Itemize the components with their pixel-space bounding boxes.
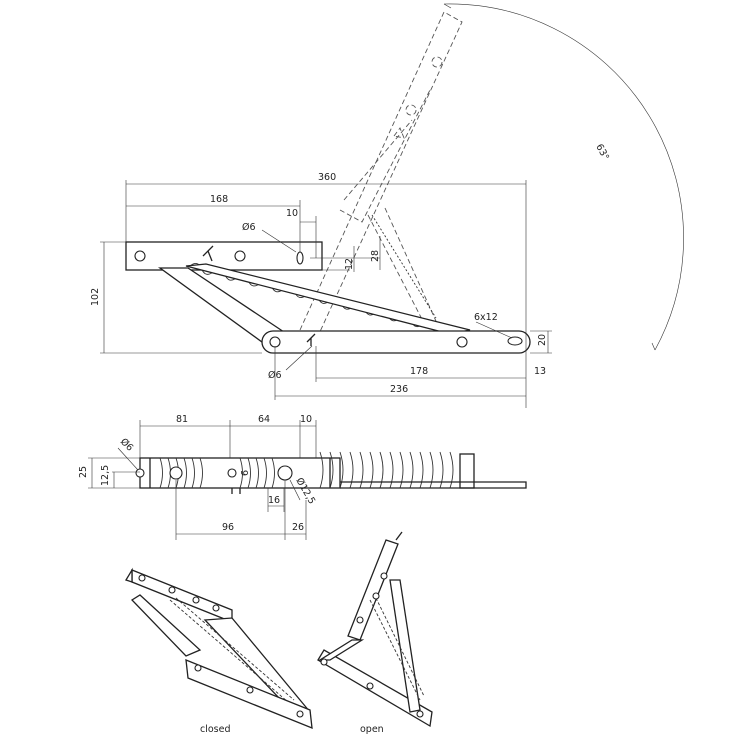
dim-168: 168 [210,194,228,205]
dim-96: 96 [222,522,234,533]
top-rivet-3 [227,468,237,478]
lid-hole-1 [134,250,146,262]
side-view: 63° 360 168 10 Ø6 12 28 102 [90,3,684,408]
caption-closed: closed [200,724,231,735]
spring-end [459,453,475,489]
tail-rod [340,481,527,489]
dim-13: 13 [534,366,546,377]
dim-6x12: 6x12 [474,312,498,323]
base-hole-1 [269,336,281,348]
angle-arc: 63° [443,3,684,351]
dim-d6-top: Ø6 [242,222,256,233]
top-rivet-1 [135,468,145,478]
dim-178: 178 [410,366,428,377]
top-rivet-2 [169,466,183,480]
dim-6-top: 6 [240,470,251,476]
base-slot [507,336,523,346]
closed-iso-view: closed [125,567,313,735]
dim-26: 26 [292,522,304,533]
lever-arm [185,263,471,335]
base-pivot [306,333,316,346]
dim-20: 20 [537,334,548,346]
dim-12: 12 [344,258,355,270]
dim-64: 64 [258,414,270,425]
dim-16: 16 [268,495,280,506]
lid-arm [125,241,323,271]
angle-label: 63° [593,142,611,162]
dim-10-top: 10 [300,414,312,425]
dim-25: 25 [78,466,89,478]
open-iso-view: open [317,531,433,735]
top-view: 81 64 10 Ø6 25 12,5 6 16 Ø12,5 96 26 [78,414,527,540]
open-position-ghost [299,11,463,337]
caption-open: open [360,724,384,735]
lid-pivot-mark [202,245,214,262]
dim-360: 360 [318,172,336,183]
dim-236: 236 [390,384,408,395]
dim-81: 81 [176,414,188,425]
dim-102: 102 [90,288,101,306]
dim-10: 10 [286,208,298,219]
dim-12-5: 12,5 [100,465,111,486]
dim-28: 28 [370,250,381,262]
base-hole-2 [456,336,468,348]
lid-slot [296,251,304,265]
top-rivet-4 [277,465,293,481]
lid-hole-2 [234,250,246,262]
base-arm [261,330,531,354]
